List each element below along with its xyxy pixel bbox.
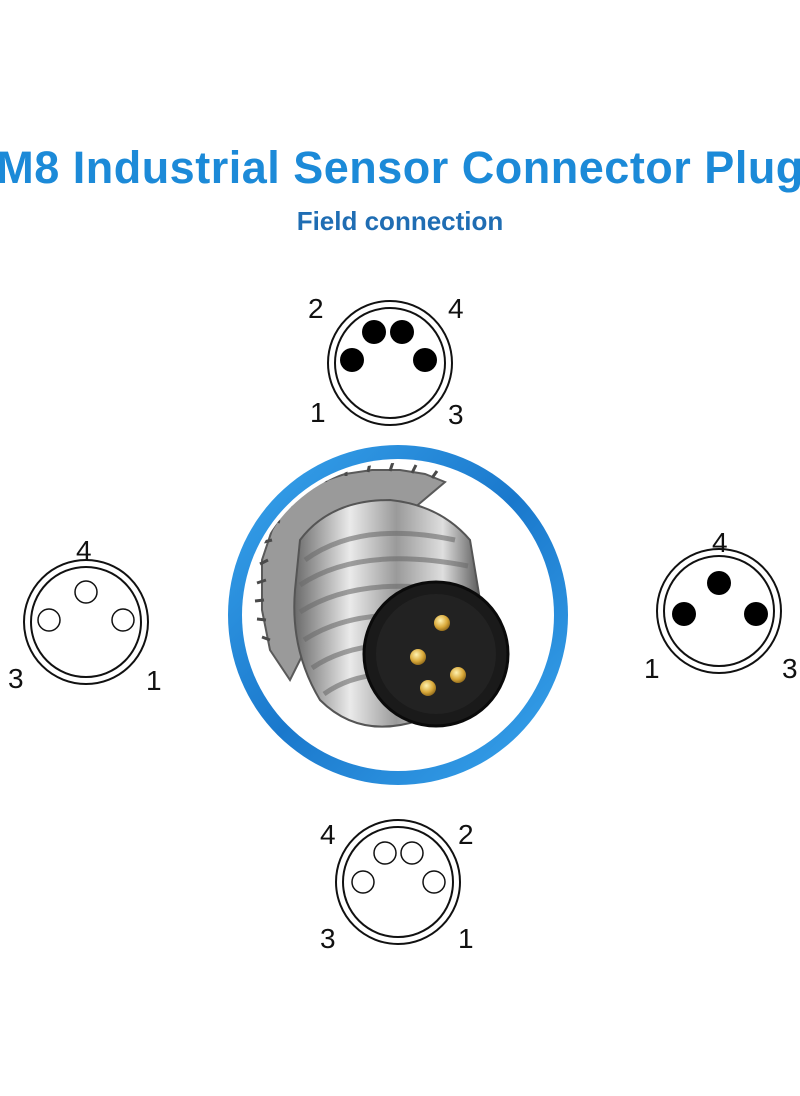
pin-1-dot [111, 608, 135, 632]
pin-label: 1 [146, 665, 162, 696]
connector-photo [228, 445, 568, 785]
page-title: M8 Industrial Sensor Connector Plug [0, 142, 800, 193]
pin-label: 1 [310, 397, 326, 428]
gold-pin [420, 680, 436, 696]
pin-label: 3 [8, 663, 24, 694]
pin-label: 4 [76, 535, 92, 566]
pinout-outer-ring [23, 559, 149, 685]
pin-label: 4 [712, 527, 728, 558]
pin-2-dot [362, 320, 386, 344]
gold-pin [410, 649, 426, 665]
pinout-inner-ring [663, 555, 775, 667]
page-subtitle: Field connection [296, 206, 504, 236]
pin-4-dot [390, 320, 414, 344]
pin-label: 2 [458, 819, 474, 850]
pinout-inner-ring [342, 826, 454, 938]
pin-2-dot [400, 841, 424, 865]
pin-1-dot [340, 348, 364, 372]
pinout-inner-ring [334, 307, 446, 419]
pin-3-dot [37, 608, 61, 632]
pinout-outer-ring [327, 300, 453, 426]
pinout-inner-ring [30, 566, 142, 678]
pin-4-dot [707, 571, 731, 595]
pinout-left: 4 3 1 [8, 535, 162, 696]
pinout-top: 2 4 1 3 [308, 293, 464, 430]
pin-4-dot [373, 841, 397, 865]
pin-3-dot [351, 870, 375, 894]
gold-pin [434, 615, 450, 631]
pinout-outer-ring [656, 548, 782, 674]
pin-4-dot [74, 580, 98, 604]
pin-label: 3 [782, 653, 798, 684]
pin-label: 4 [448, 293, 464, 324]
pin-3-dot [413, 348, 437, 372]
pinout-outer-ring [335, 819, 461, 945]
pin-3-dot [744, 602, 768, 626]
pin-label: 3 [320, 923, 336, 954]
pinout-right: 4 1 3 [644, 527, 798, 684]
pin-label: 1 [458, 923, 474, 954]
pin-1-dot [672, 602, 696, 626]
pin-label: 1 [644, 653, 660, 684]
pin-1-dot [422, 870, 446, 894]
pin-label: 2 [308, 293, 324, 324]
gold-pin [450, 667, 466, 683]
pinout-bottom: 4 2 3 1 [320, 819, 474, 954]
pin-label: 4 [320, 819, 336, 850]
pin-label: 3 [448, 399, 464, 430]
